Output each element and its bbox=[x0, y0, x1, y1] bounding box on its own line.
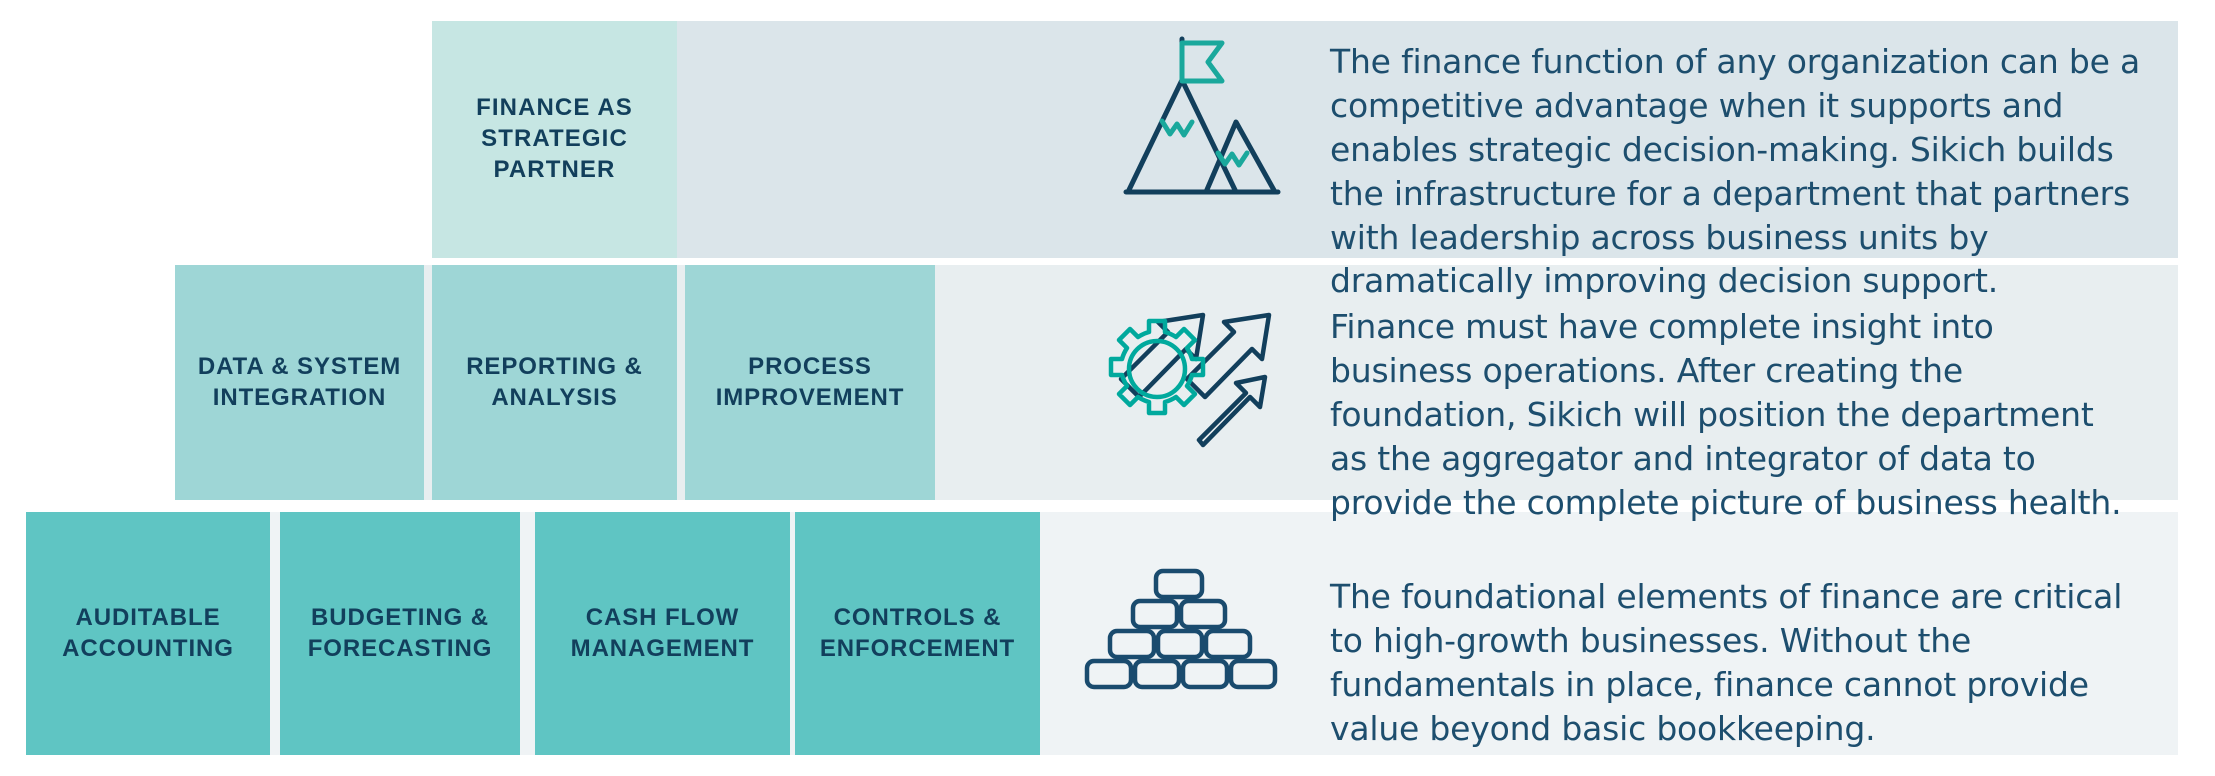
tile-reporting-analysis[interactable]: REPORTING & ANALYSIS bbox=[432, 265, 677, 500]
tile-label-line2: ACCOUNTING bbox=[62, 634, 234, 662]
tile-label-line1: CONTROLS & bbox=[833, 603, 1002, 631]
gear-arrows-icon bbox=[1075, 285, 1280, 470]
tile-label-line1: PROCESS bbox=[748, 352, 872, 380]
tile-cash-flow-management[interactable]: CASH FLOW MANAGEMENT bbox=[535, 512, 790, 755]
tile-label-line1: REPORTING & bbox=[466, 352, 643, 380]
tile-label-line2: ANALYSIS bbox=[491, 383, 618, 411]
tile-label-line1: AUDITABLE bbox=[75, 603, 221, 631]
tile-label-line1: BUDGETING & bbox=[311, 603, 489, 631]
brick-wall-icon bbox=[1080, 565, 1280, 705]
tile-label-line2: FORECASTING bbox=[307, 634, 493, 662]
tile-label-line2: ENFORCEMENT bbox=[819, 634, 1016, 662]
tile-label-line3: PARTNER bbox=[493, 155, 616, 183]
tile-label-line2: IMPROVEMENT bbox=[715, 383, 905, 411]
tile-label-line2: MANAGEMENT bbox=[570, 634, 755, 662]
tile-auditable-accounting[interactable]: AUDITABLE ACCOUNTING bbox=[26, 512, 270, 755]
description-strategic-partner: The finance function of any organization… bbox=[1330, 42, 2140, 301]
tile-label-line1: FINANCE AS bbox=[476, 94, 633, 122]
tile-controls-enforcement[interactable]: CONTROLS & ENFORCEMENT bbox=[795, 512, 1040, 755]
tile-budgeting-forecasting[interactable]: BUDGETING & FORECASTING bbox=[280, 512, 520, 755]
row-band-strategic-partner bbox=[432, 21, 2178, 258]
description-insight-integration: Finance must have complete insight into … bbox=[1330, 307, 2122, 522]
tile-label-line1: DATA & SYSTEM bbox=[197, 352, 402, 380]
tile-data-system-integration[interactable]: DATA & SYSTEM INTEGRATION bbox=[175, 265, 424, 500]
tile-process-improvement[interactable]: PROCESS IMPROVEMENT bbox=[685, 265, 935, 500]
tile-label-line2: INTEGRATION bbox=[212, 383, 387, 411]
mountain-flag-icon bbox=[1120, 34, 1300, 204]
tile-label-line1: CASH FLOW bbox=[585, 603, 740, 631]
tile-finance-as-strategic-partner[interactable]: FINANCE AS STRATEGIC PARTNER bbox=[432, 21, 677, 258]
tile-label-line2: STRATEGIC bbox=[481, 125, 628, 153]
description-foundation: The foundational elements of finance are… bbox=[1330, 577, 2123, 748]
